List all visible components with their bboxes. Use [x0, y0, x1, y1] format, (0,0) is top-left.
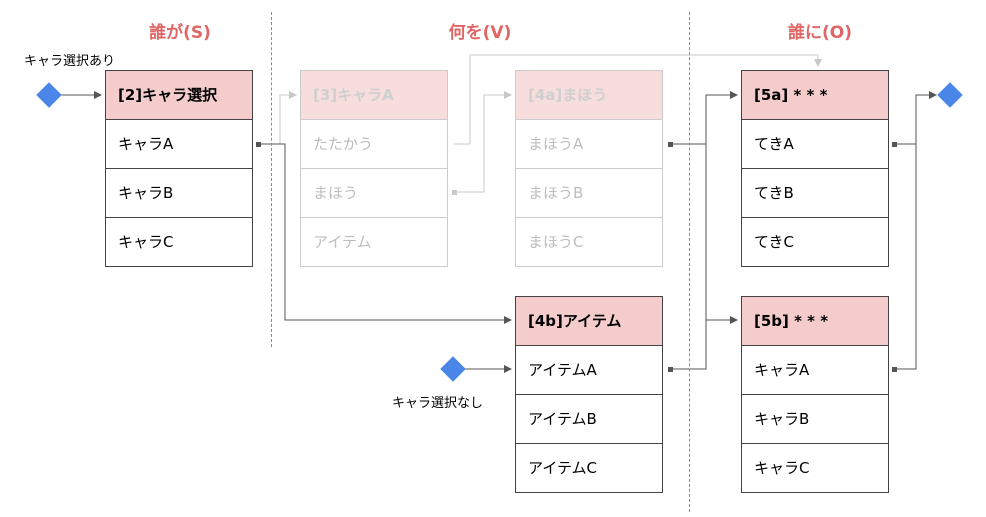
box-item-row: アイテムB — [516, 395, 662, 444]
box-target-enemy-row: てきB — [742, 169, 888, 218]
box-target-chara-title: [5b] * * * — [742, 297, 888, 346]
box-chara-a-title: [3]キャラA — [301, 71, 447, 120]
box-magic-row: まほうA — [516, 120, 662, 169]
connector-chara-a-to-box3 — [258, 91, 297, 145]
column-label-verb: 何を(V) — [448, 23, 512, 43]
connector-magic-a-to-enemy — [670, 91, 738, 145]
connector-chara-target-to-end — [894, 144, 917, 370]
box-item-row: アイテムA — [516, 346, 662, 395]
box-target-enemy: [5a] * * * てきA てきB てきC — [741, 70, 889, 267]
box-chara-a-row: まほう — [301, 169, 447, 218]
separator-verb-object — [689, 12, 690, 512]
box-target-enemy-title: [5a] * * * — [742, 71, 888, 120]
box-chara-select-row: キャラC — [118, 233, 174, 251]
box-item-title: [4b]アイテム — [516, 297, 662, 346]
column-label-subject: 誰が(S) — [149, 23, 211, 43]
box-target-chara-row: キャラB — [742, 395, 888, 444]
connector-magic-to-box4a — [454, 91, 512, 193]
box-chara-a-row: たたかう — [301, 120, 447, 169]
box-chara-select-row: キャラB — [106, 169, 252, 218]
box-chara-a-commands: [3]キャラA たたかう まほう アイテム — [300, 70, 448, 267]
column-label-object: 誰に(O) — [788, 23, 852, 43]
box-magic-row: まほうB — [516, 169, 662, 218]
connector-item-a-to-targets — [670, 144, 707, 370]
box-target-chara-row: キャラA — [742, 346, 888, 395]
box-magic: [4a]まほう まほうA まほうB まほうC — [515, 70, 663, 267]
box-chara-a-row: アイテム — [313, 233, 372, 251]
box-chara-select-row: キャラA — [106, 120, 252, 169]
box-item-row: アイテムC — [528, 459, 597, 477]
box-magic-row: まほうC — [528, 233, 584, 251]
box-target-enemy-row: てきC — [754, 233, 795, 251]
box-target-chara-row: キャラC — [754, 459, 810, 477]
start-label-without-chara: キャラ選択なし — [392, 396, 484, 411]
box-target-enemy-row: てきA — [742, 120, 888, 169]
start-label-with-chara: キャラ選択あり — [24, 54, 116, 69]
box-target-chara: [5b] * * * キャラA キャラB キャラC — [741, 296, 889, 493]
connector-enemy-to-end — [894, 91, 937, 145]
separator-subject-verb — [271, 12, 272, 347]
box-chara-select-title: [2]キャラ選択 — [106, 71, 252, 120]
box-magic-title: [4a]まほう — [516, 71, 662, 120]
connector-fight-to-enemy — [454, 54, 822, 145]
box-item: [4b]アイテム アイテムA アイテムB アイテムC — [515, 296, 663, 493]
box-chara-select: [2]キャラ選択 キャラA キャラB キャラC — [105, 70, 253, 267]
